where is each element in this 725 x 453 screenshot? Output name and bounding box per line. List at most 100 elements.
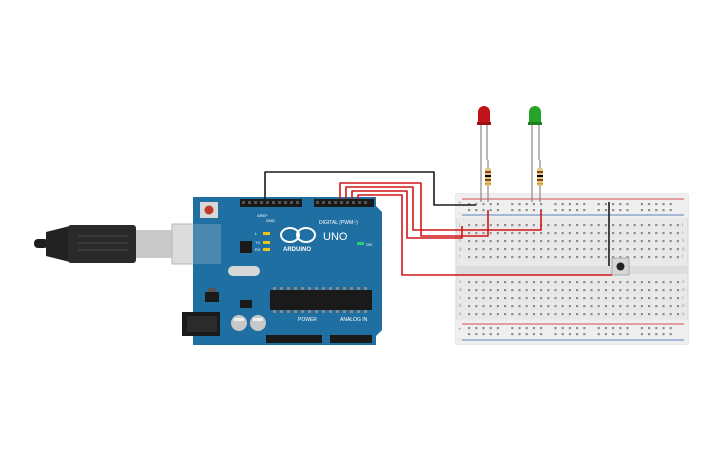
row-letter: h <box>682 238 685 243</box>
breadboard-hole <box>468 232 471 235</box>
breadboard-hole <box>648 224 651 227</box>
breadboard-hole <box>496 305 499 308</box>
breadboard-hole <box>669 333 672 336</box>
breadboard-hole <box>597 289 600 292</box>
breadboard-hole <box>468 305 471 308</box>
breadboard-hole <box>518 203 521 206</box>
breadboard-hole <box>662 281 665 284</box>
breadboard-hole <box>626 240 629 243</box>
icsp-header <box>240 300 252 308</box>
breadboard-hole <box>489 305 492 308</box>
breadboard-hole <box>669 256 672 259</box>
breadboard-hole <box>612 240 615 243</box>
breadboard-hole <box>669 203 672 206</box>
breadboard-hole <box>662 209 665 212</box>
breadboard-hole <box>676 281 679 284</box>
breadboard-hole <box>655 232 658 235</box>
breadboard-hole <box>568 297 571 300</box>
breadboard-hole <box>626 289 629 292</box>
breadboard-hole <box>676 248 679 251</box>
breadboard-hole <box>597 203 600 206</box>
breadboard-hole <box>518 333 521 336</box>
breadboard-hole <box>676 256 679 259</box>
breadboard-hole <box>554 209 557 212</box>
breadboard-hole <box>511 289 514 292</box>
tx-led <box>263 241 270 244</box>
breadboard-hole <box>489 203 492 206</box>
breadboard-hole <box>532 327 535 330</box>
breadboard-hole <box>619 256 622 259</box>
breadboard-hole <box>612 281 615 284</box>
breadboard-hole <box>626 305 629 308</box>
row-letter: i <box>459 230 460 235</box>
breadboard-hole <box>648 289 651 292</box>
breadboard-hole <box>475 256 478 259</box>
breadboard-hole <box>662 232 665 235</box>
breadboard-hole <box>669 297 672 300</box>
breadboard-hole <box>496 232 499 235</box>
breadboard-hole <box>640 203 643 206</box>
analog-header <box>330 335 372 343</box>
breadboard-hole <box>619 232 622 235</box>
breadboard-hole <box>669 305 672 308</box>
breadboard-hole <box>482 327 485 330</box>
breadboard-hole <box>489 327 492 330</box>
breadboard-hole <box>540 327 543 330</box>
breadboard-hole <box>676 224 679 227</box>
breadboard-hole <box>619 281 622 284</box>
row-letter: c <box>682 295 685 300</box>
breadboard-hole <box>655 248 658 251</box>
breadboard-hole <box>504 224 507 227</box>
breadboard-hole <box>568 289 571 292</box>
arduino-uno-board: AREF GND DIGITAL (PWM~) ARDUINO UNO L TX… <box>182 197 382 345</box>
breadboard-hole <box>633 224 636 227</box>
breadboard-hole <box>525 224 528 227</box>
breadboard-hole <box>669 327 672 330</box>
breadboard-hole <box>475 224 478 227</box>
breadboard-hole <box>532 333 535 336</box>
breadboard-hole <box>525 327 528 330</box>
breadboard-hole <box>511 313 514 316</box>
breadboard-hole <box>648 305 651 308</box>
breadboard-hole <box>525 313 528 316</box>
breadboard-hole <box>511 327 514 330</box>
gnd-wire <box>264 171 476 206</box>
breadboard-hole <box>547 281 550 284</box>
breadboard-hole <box>576 327 579 330</box>
breadboard-hole <box>561 224 564 227</box>
breadboard-hole <box>482 209 485 212</box>
breadboard-hole <box>475 289 478 292</box>
breadboard-hole <box>568 313 571 316</box>
breadboard-hole <box>525 232 528 235</box>
breadboard-hole <box>540 232 543 235</box>
breadboard-hole <box>604 248 607 251</box>
breadboard-hole <box>648 333 651 336</box>
row-letter: i <box>682 230 683 235</box>
breadboard-hole <box>655 333 658 336</box>
breadboard-hole <box>489 224 492 227</box>
breadboard-hole <box>655 297 658 300</box>
breadboard-hole <box>547 297 550 300</box>
breadboard-hole <box>619 209 622 212</box>
breadboard-hole <box>532 240 535 243</box>
power-header-label: POWER <box>298 317 317 323</box>
breadboard-hole <box>547 305 550 308</box>
breadboard-hole <box>504 248 507 251</box>
rail-plus-bottom: + <box>458 327 462 333</box>
breadboard-hole <box>532 289 535 292</box>
breadboard-hole <box>504 281 507 284</box>
breadboard-hole <box>590 297 593 300</box>
breadboard-hole <box>669 224 672 227</box>
breadboard-hole <box>482 333 485 336</box>
breadboard-hole <box>540 333 543 336</box>
breadboard-hole <box>468 327 471 330</box>
digital-header-right <box>314 199 374 207</box>
breadboard-hole <box>626 209 629 212</box>
breadboard-hole <box>640 224 643 227</box>
breadboard-hole <box>626 256 629 259</box>
breadboard-hole <box>604 232 607 235</box>
breadboard-hole <box>612 203 615 206</box>
breadboard-hole <box>662 203 665 206</box>
breadboard-hole <box>655 305 658 308</box>
breadboard-hole <box>655 313 658 316</box>
